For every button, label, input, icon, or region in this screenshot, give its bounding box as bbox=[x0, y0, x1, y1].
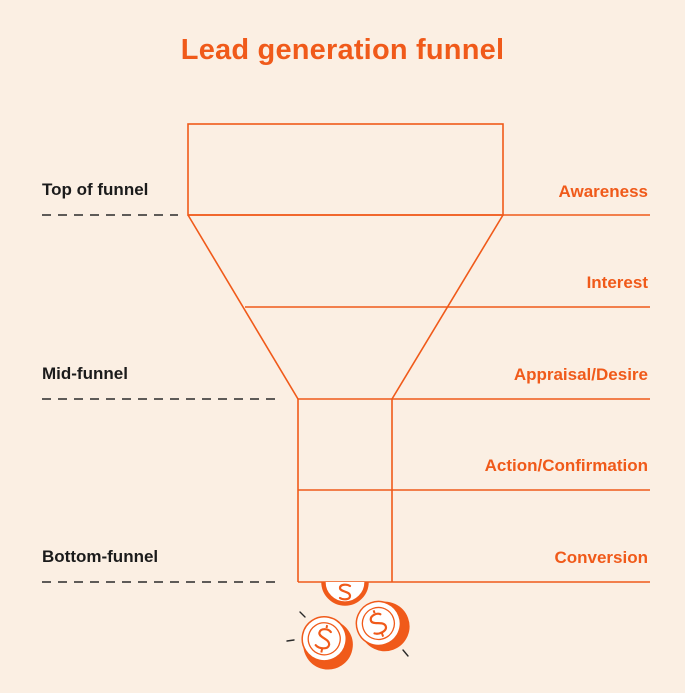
stage-action-confirmation: Action/Confirmation bbox=[484, 456, 648, 475]
label-top-of-funnel: Top of funnel bbox=[42, 180, 149, 199]
funnel-cone-left bbox=[187, 214, 299, 400]
label-bottom-funnel: Bottom-funnel bbox=[42, 547, 159, 566]
label-mid-funnel: Mid-funnel bbox=[42, 364, 128, 383]
coin-right-dollar-icon bbox=[355, 600, 410, 652]
stage-interest: Interest bbox=[586, 273, 648, 292]
motion-ticks bbox=[286, 611, 409, 657]
stage-appraisal-desire: Appraisal/Desire bbox=[513, 365, 648, 384]
stage-awareness: Awareness bbox=[558, 182, 648, 201]
stage-conversion: Conversion bbox=[554, 548, 648, 567]
funnel-mouth bbox=[187, 123, 504, 216]
coin-left-dollar-icon bbox=[301, 616, 353, 670]
coin-top-dollar-icon bbox=[321, 581, 369, 606]
funnel-cone-right bbox=[391, 214, 504, 400]
diagram-title: Lead generation funnel bbox=[180, 34, 505, 66]
